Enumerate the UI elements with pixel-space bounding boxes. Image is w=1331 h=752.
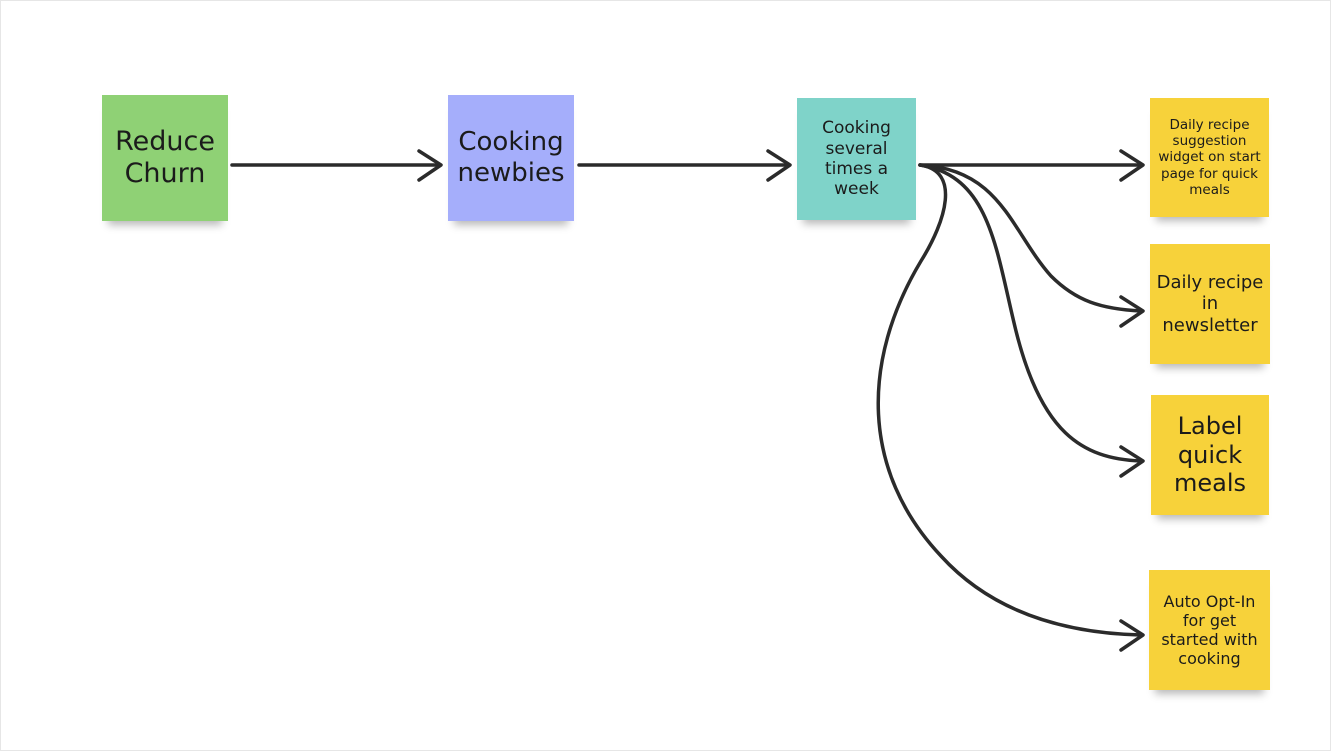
sticky-note-text: Daily recipe suggestion widget on start …: [1158, 117, 1261, 198]
arrowhead-auto-opt-in: [1119, 619, 1145, 652]
sticky-note-text: Daily recipe in newsletter: [1156, 271, 1264, 336]
sticky-note-text: Auto Opt-In for get started with cooking: [1161, 591, 1258, 669]
sticky-note-text: Cooking newbies: [457, 126, 565, 188]
arrowhead-label-quick: [1119, 445, 1145, 478]
sticky-note-cooking-newbies[interactable]: Cooking newbies: [448, 95, 574, 221]
sticky-note-auto-opt-in[interactable]: Auto Opt-In for get started with cooking: [1149, 570, 1270, 690]
sticky-note-text: Reduce Churn: [115, 125, 215, 189]
sticky-note-daily-recipe-newsletter[interactable]: Daily recipe in newsletter: [1150, 244, 1270, 364]
sticky-note-reduce-churn[interactable]: Reduce Churn: [102, 95, 228, 221]
arrowhead-cooking-several: [766, 149, 792, 182]
arrowhead-daily-widget: [1119, 149, 1145, 182]
connector-cooking-several-to-auto-opt-in: [876, 163, 1143, 637]
connector-cooking-several-to-label-quick: [918, 163, 1143, 463]
connector-cooking-several-to-daily-newsletter: [918, 163, 1143, 313]
sticky-note-daily-recipe-widget[interactable]: Daily recipe suggestion widget on start …: [1150, 98, 1269, 217]
arrowhead-cooking-newbies: [417, 149, 443, 182]
sticky-note-cooking-several-times[interactable]: Cooking several times a week: [797, 98, 916, 220]
sticky-note-text: Cooking several times a week: [822, 118, 891, 200]
sticky-note-label-quick-meals[interactable]: Label quick meals: [1151, 395, 1269, 515]
sticky-note-text: Label quick meals: [1173, 411, 1247, 498]
arrowhead-daily-newsletter: [1119, 295, 1145, 328]
